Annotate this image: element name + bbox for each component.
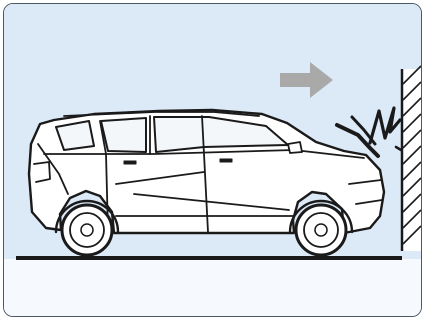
rear-door-handle: [124, 161, 136, 164]
lower-background: [4, 259, 422, 317]
rear-quarter-window: [56, 121, 94, 150]
hatched-wall-icon: [402, 66, 422, 251]
diagram-frame: [3, 3, 422, 317]
collision-illustration: [4, 4, 422, 317]
front-door-handle: [220, 159, 232, 162]
rear-door-window: [101, 118, 146, 152]
side-mirror: [288, 142, 302, 153]
